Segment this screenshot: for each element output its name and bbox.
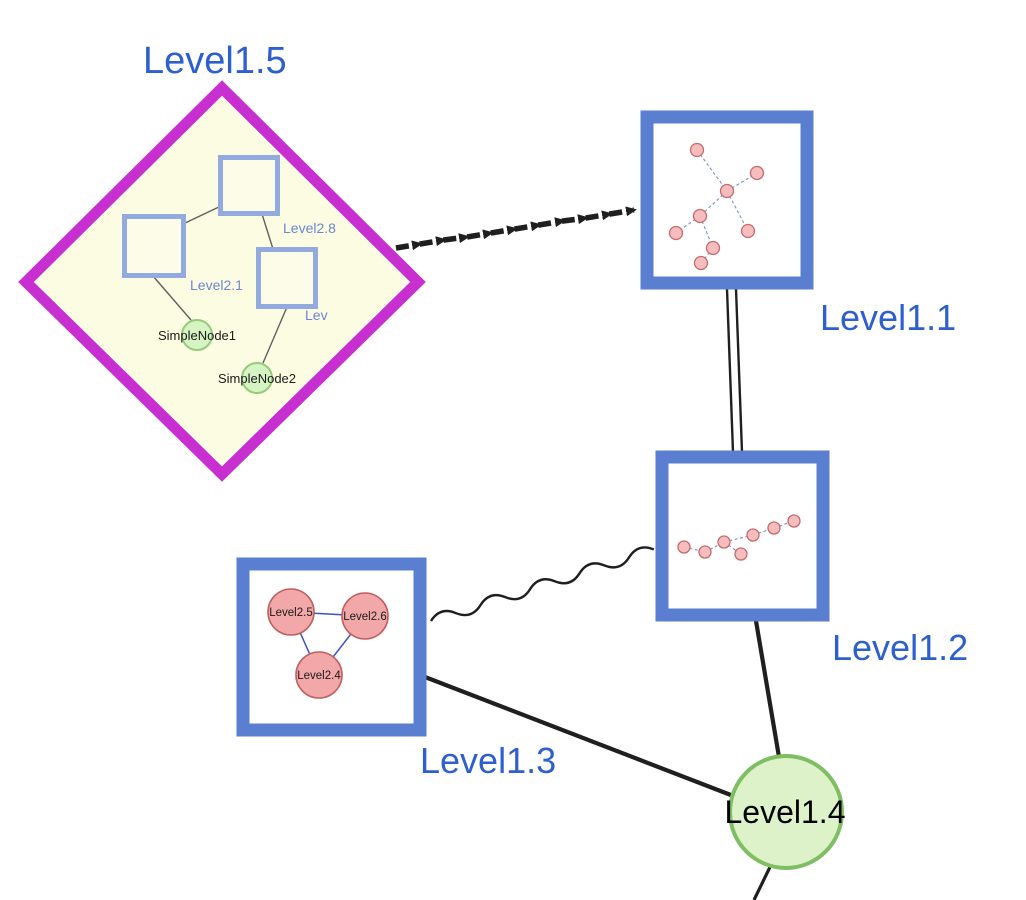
mini-graph-node[interactable] — [719, 183, 735, 199]
mini-graph-edge[interactable] — [696, 149, 728, 192]
mini-graph-node[interactable] — [705, 240, 721, 256]
mini-graph-node[interactable] — [689, 142, 705, 158]
mini-graph-node[interactable] — [693, 255, 709, 271]
subnode-level2-6[interactable] — [341, 592, 389, 640]
mini-graph-node[interactable] — [740, 223, 756, 239]
mini-graph-node[interactable] — [749, 165, 765, 181]
mini-graph-level1-1 — [668, 142, 765, 271]
label-level1-1: Level1.1 — [820, 297, 956, 338]
group-node-level1-4[interactable]: Level1.4 — [725, 754, 846, 870]
mini-graph-node[interactable] — [734, 547, 748, 561]
simple-node-1[interactable] — [181, 319, 213, 351]
edge-solid-level12-level14[interactable] — [753, 620, 782, 758]
mini-graph-node[interactable] — [698, 545, 712, 559]
inner-edges-level1-5 — [152, 205, 288, 364]
label-level1-4: Level1.4 — [725, 794, 846, 830]
mini-graph-level1-2 — [677, 514, 801, 561]
square-shape-level1-2[interactable] — [655, 450, 830, 622]
mini-graph-node[interactable] — [692, 208, 708, 224]
mini-graph-node[interactable] — [767, 521, 781, 535]
mini-graph-edge[interactable] — [726, 190, 749, 232]
mini-graph-node[interactable] — [717, 535, 731, 549]
subnode-level2-6-label: Level2.6 — [343, 611, 386, 623]
subnode-level2-5[interactable] — [267, 588, 315, 636]
subnode-level2-8[interactable] — [218, 155, 280, 216]
edge-solid-level13-level14[interactable] — [424, 675, 737, 799]
mini-graph-node[interactable] — [668, 225, 684, 241]
label-level1-5: Level1.5 — [143, 40, 287, 82]
group-node-level1-1[interactable] — [640, 110, 814, 290]
label-level1-2: Level1.2 — [832, 627, 968, 668]
edge-dashed-level15-level11[interactable] — [395, 206, 637, 251]
subnode-level2-5-label: Level2.5 — [269, 607, 312, 619]
mini-graph-node[interactable] — [677, 540, 691, 554]
subnode-level2-8-label: Level2.8 — [283, 220, 336, 236]
edge-double-level11-level12[interactable] — [725, 288, 744, 453]
subnode-lev-label: Lev — [305, 307, 328, 323]
group-node-level1-5[interactable]: Level2.8 Level2.1 Lev SimpleNode1 Simple… — [18, 80, 426, 482]
subnode-level2-1[interactable] — [122, 214, 186, 278]
label-level1-3: Level1.3 — [420, 740, 556, 781]
square-shape-level1-1[interactable] — [640, 110, 814, 290]
edge-stub-level14-bottom[interactable] — [752, 866, 772, 900]
edge-wavy-level13-level12[interactable] — [429, 544, 655, 626]
mini-graph-node[interactable] — [746, 528, 760, 542]
group-node-level1-2[interactable] — [655, 450, 830, 622]
circle-shape-level1-4[interactable] — [728, 754, 844, 870]
subnode-level2-1-label: Level2.1 — [190, 277, 243, 293]
simple-node-2-label: SimpleNode2 — [218, 371, 296, 386]
square-shape-level1-3[interactable] — [236, 557, 427, 737]
subnode-level2-4[interactable] — [295, 651, 343, 699]
subnode-lev[interactable] — [256, 247, 318, 309]
simple-node-1-label: SimpleNode1 — [158, 328, 236, 343]
simple-node-2[interactable] — [241, 362, 273, 394]
diamond-shape[interactable] — [18, 80, 426, 482]
mini-graph-node[interactable] — [787, 514, 801, 528]
subnode-level2-4-label: Level2.4 — [297, 670, 341, 682]
group-node-level1-3[interactable]: Level2.5 Level2.6 Level2.4 — [236, 557, 427, 737]
